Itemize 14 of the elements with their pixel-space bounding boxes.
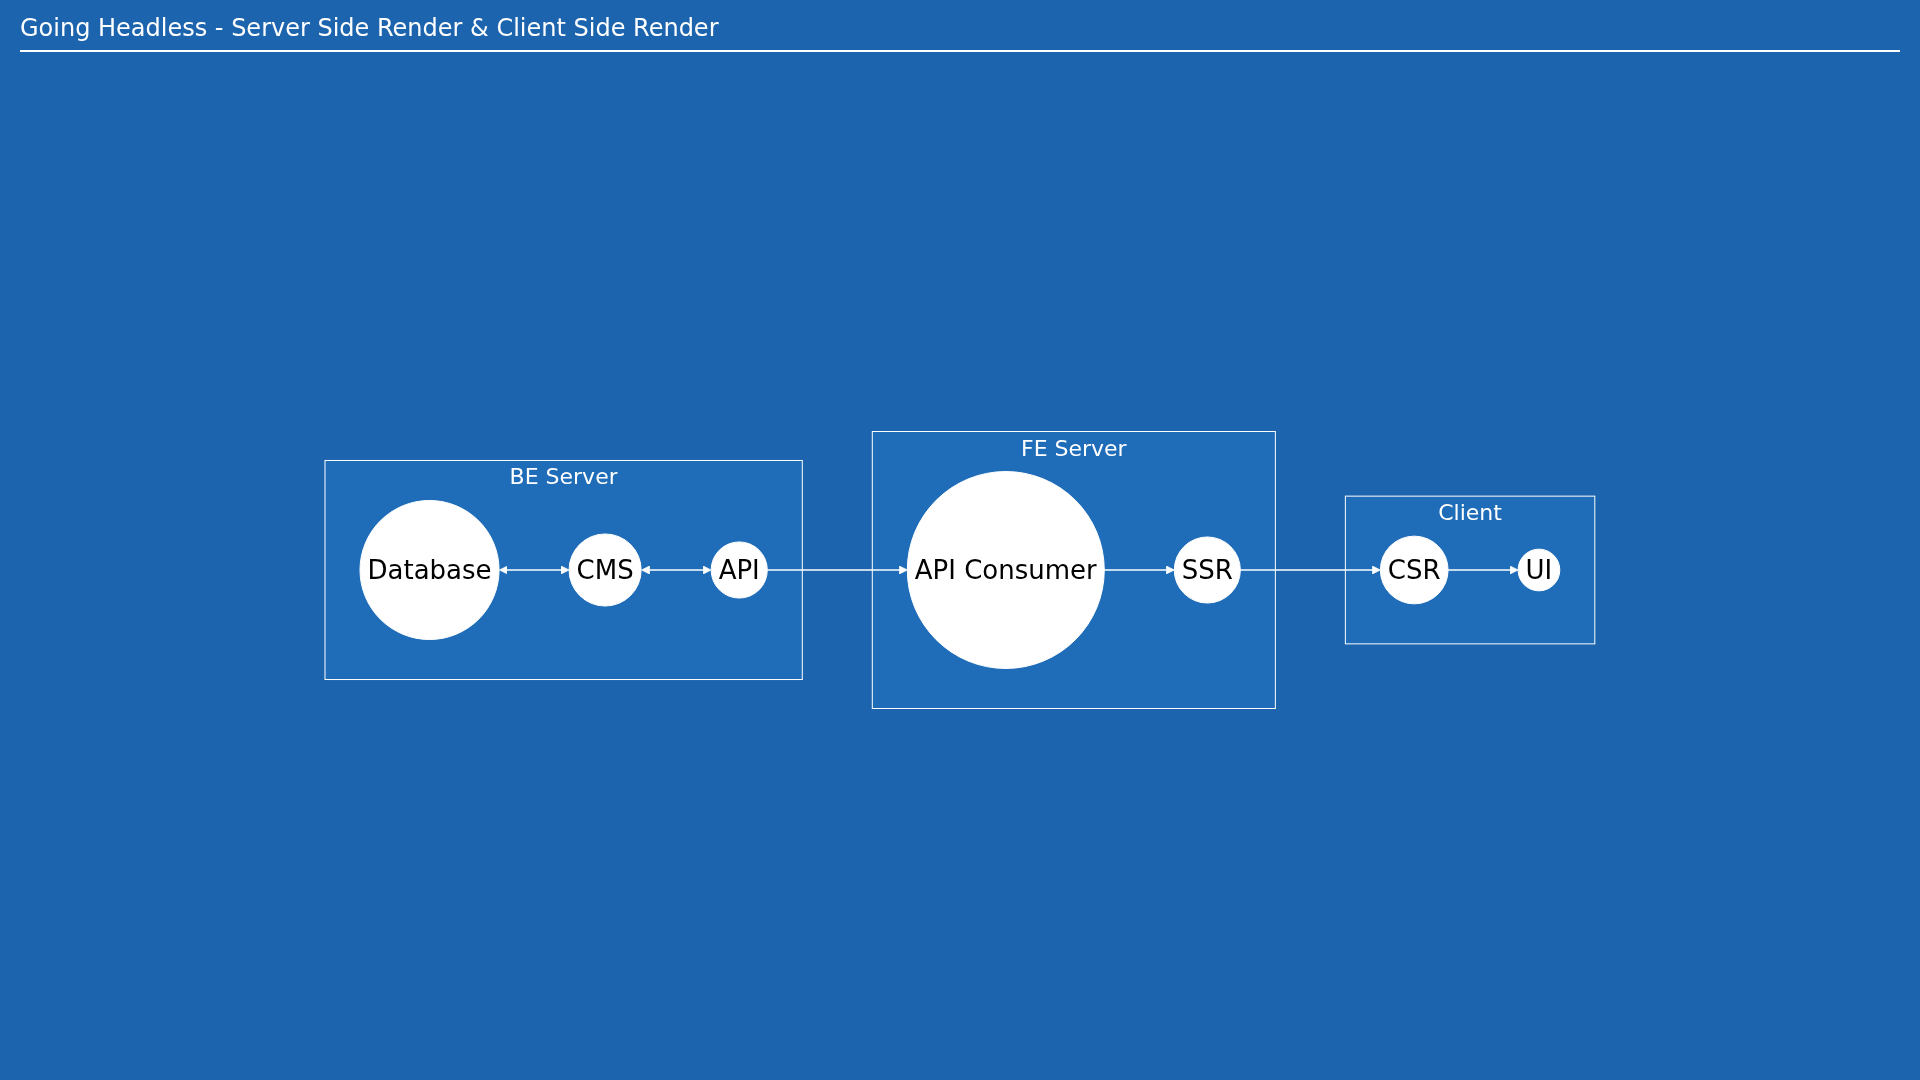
node-circle: API (710, 541, 768, 599)
node-circle: UI (1517, 548, 1561, 592)
node-circle: Database (359, 499, 500, 641)
arrow (1103, 565, 1175, 575)
node-circle: API Consumer (906, 471, 1105, 669)
arrow (766, 565, 908, 575)
node-circle: CSR (1379, 535, 1449, 605)
arrow (1239, 565, 1381, 575)
arrow (641, 565, 712, 575)
node-circle: SSR (1173, 536, 1241, 604)
node-circle: CMS (568, 533, 642, 607)
diagram-title: Going Headless - Server Side Render & Client Side Render (20, 14, 1900, 52)
arrow (1447, 565, 1519, 575)
arrow (499, 565, 570, 575)
